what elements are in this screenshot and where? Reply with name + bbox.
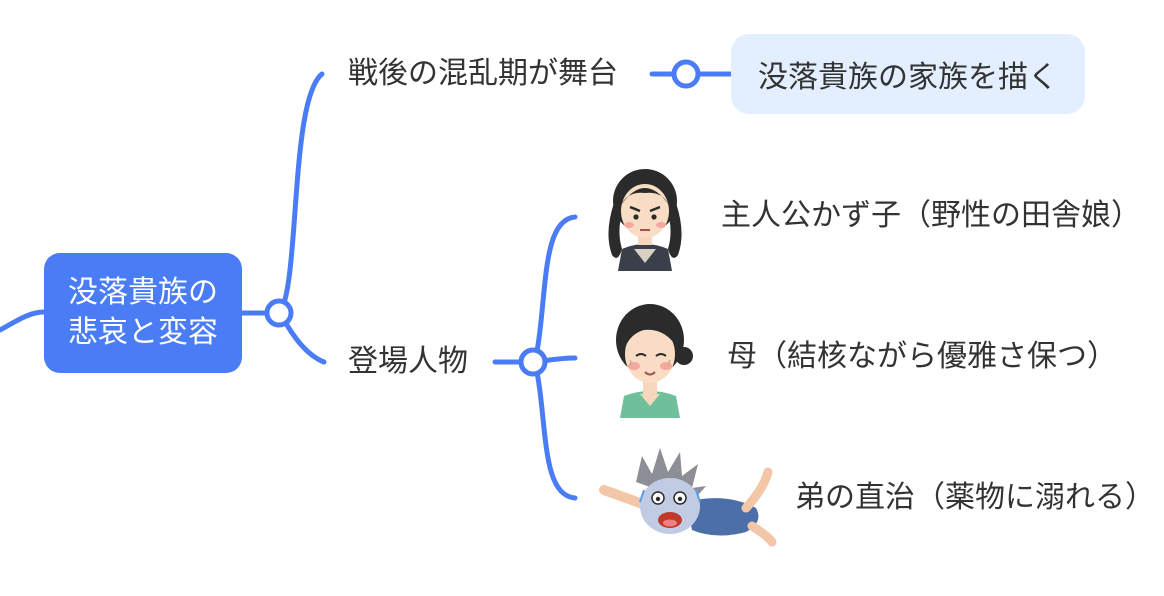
setting-detail-topic[interactable]: 没落貴族の家族を描く	[731, 34, 1085, 114]
girl-with-braids-icon	[608, 169, 682, 271]
setting-detail-text: 没落貴族の家族を描く	[758, 60, 1058, 95]
parent-connector	[0, 309, 47, 333]
root-topic[interactable]: 没落貴族の 悲哀と変容	[44, 253, 242, 373]
character-label-3[interactable]: 弟の直治（薬物に溺れる）	[795, 480, 1155, 515]
drowning-boy-icon	[599, 448, 777, 547]
setting-junction	[671, 59, 701, 89]
character-label-1[interactable]: 主人公かず子（野性の田舎娘）	[721, 198, 1141, 233]
child-connector-1	[532, 214, 578, 365]
root-junction	[264, 298, 294, 328]
root-topic-line-1: 没落貴族の	[68, 275, 218, 310]
setting-topic[interactable]: 戦後の混乱期が舞台	[348, 56, 618, 91]
characters-junction	[518, 347, 548, 377]
root-topic-line-2: 悲哀と変容	[68, 315, 218, 350]
character-label-2[interactable]: 母（結核ながら優雅さ保つ）	[727, 339, 1117, 374]
branch-to-setting	[277, 71, 325, 316]
characters-topic[interactable]: 登場人物	[348, 344, 468, 379]
child-connector-3	[532, 359, 578, 501]
elderly-mother-icon	[616, 304, 693, 418]
